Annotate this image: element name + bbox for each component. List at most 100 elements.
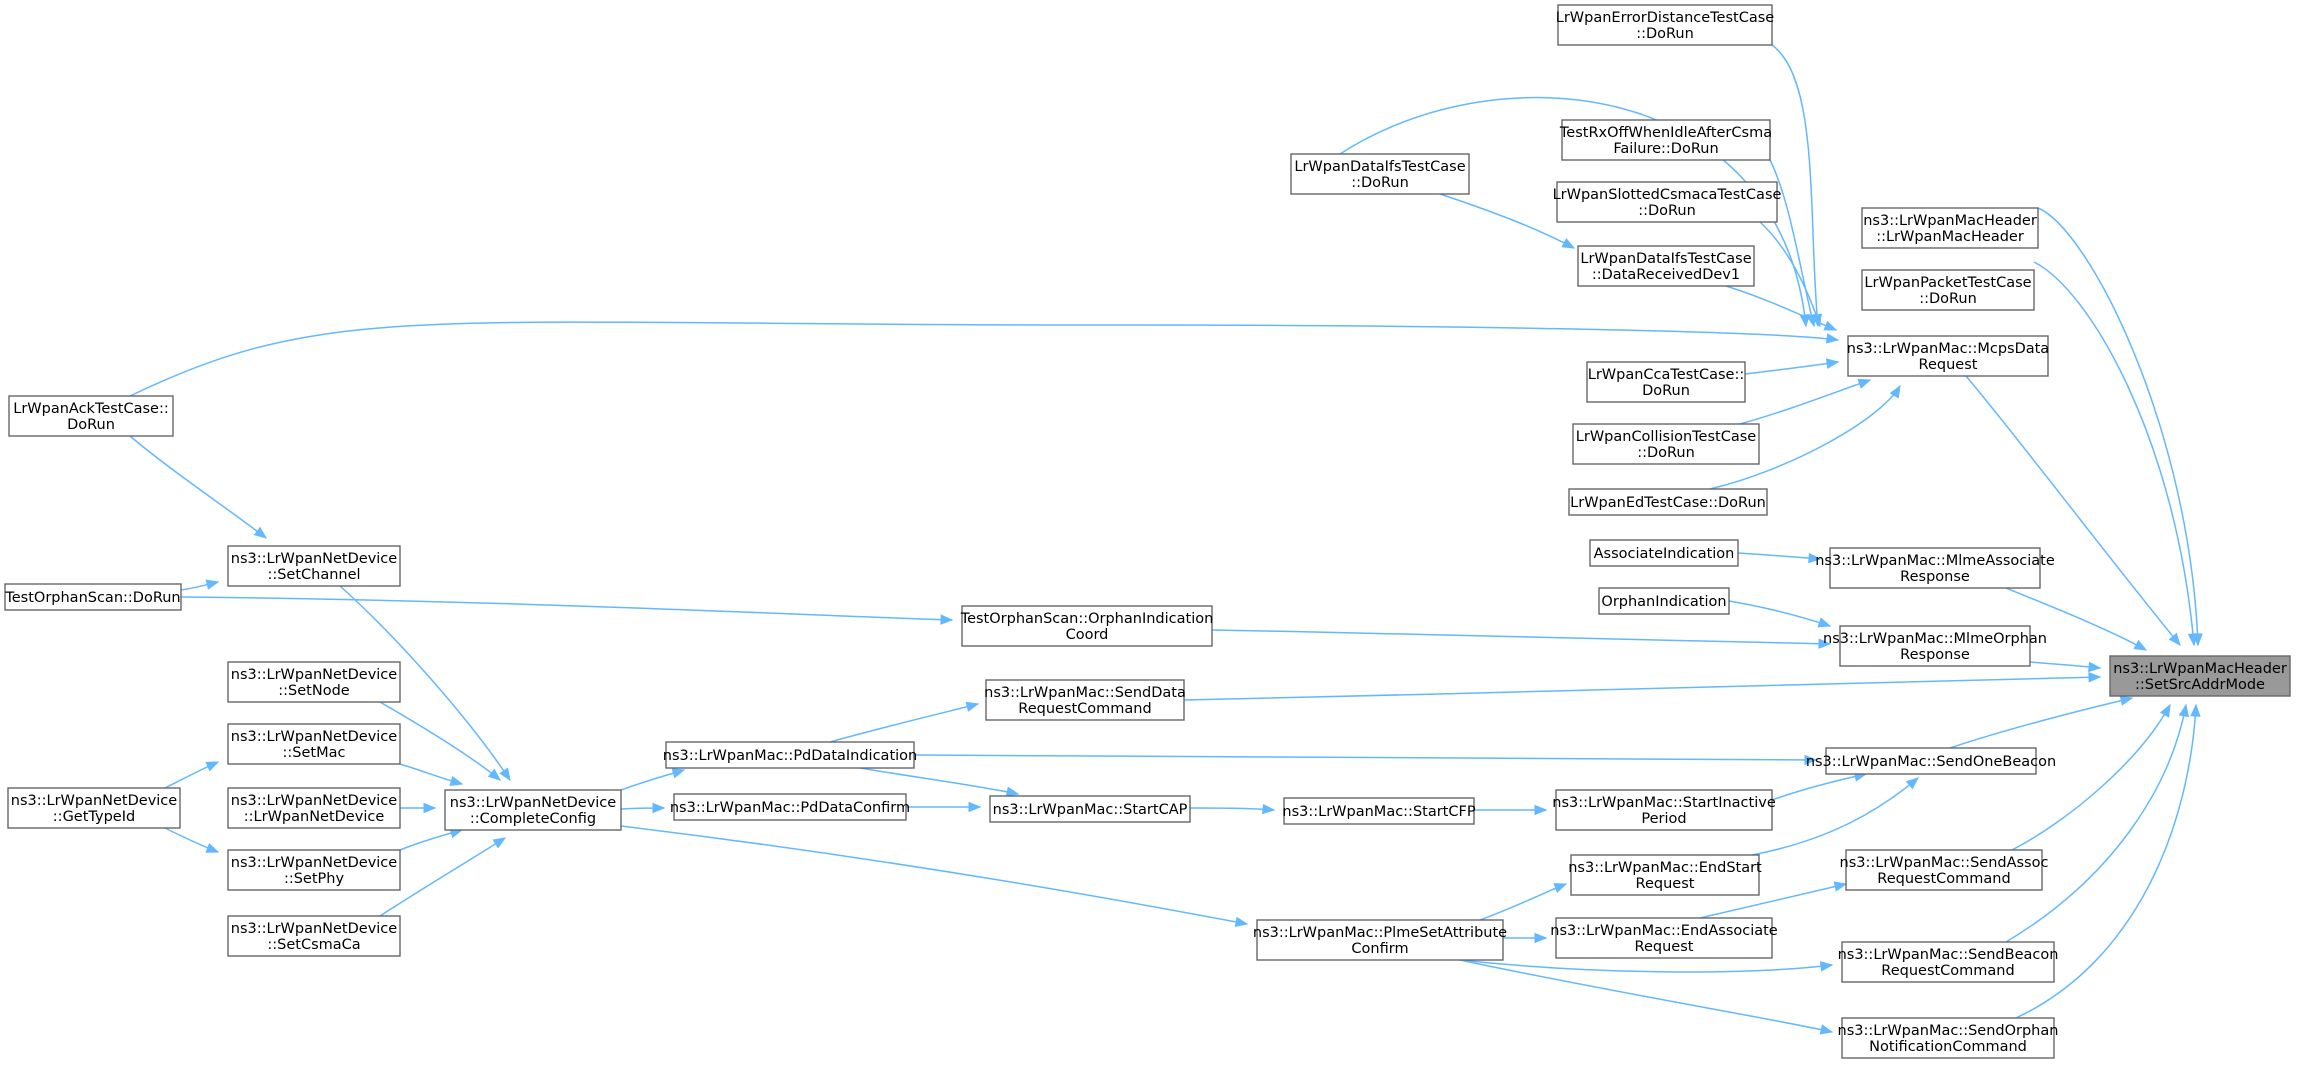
node-errdist[interactable]: LrWpanErrorDistanceTestCase::DoRun [1556,4,1775,46]
node-startcfp[interactable]: ns3::LrWpanMac::StartCFP [1282,797,1476,825]
node-box[interactable] [1841,1017,2055,1059]
node-box[interactable] [1589,539,1739,567]
node-ifs-recv[interactable]: LrWpanDataIfsTestCase::DataReceivedDev1 [1577,245,1755,287]
node-label-line: NotificationCommand [1869,1039,2027,1055]
node-box[interactable] [1556,181,1778,223]
node-box[interactable] [1861,207,2039,249]
node-box[interactable] [227,787,401,829]
node-setcsma[interactable]: ns3::LrWpanNetDevice::SetCsmaCa [227,915,401,957]
node-box[interactable] [1555,789,1773,831]
node-box[interactable] [1847,335,2049,377]
node-label-line: RequestCommand [1018,701,1151,717]
node-ack[interactable]: LrWpanAckTestCase::DoRun [8,395,174,437]
node-netdev-ctor[interactable]: ns3::LrWpanNetDevice::LrWpanNetDevice [227,787,401,829]
node-orphan-scan[interactable]: TestOrphanScan::DoRun [4,583,182,611]
node-box[interactable] [1861,269,2035,311]
node-assoc-ind[interactable]: AssociateIndication [1589,539,1739,567]
node-setchannel[interactable]: ns3::LrWpanNetDevice::SetChannel [227,545,401,587]
node-label-line: ::SetChannel [267,567,360,583]
node-startcap[interactable]: ns3::LrWpanMac::StartCAP [989,795,1191,823]
node-box[interactable] [1586,361,1746,403]
node-box[interactable] [665,741,915,769]
node-box[interactable] [1841,941,2055,983]
node-box[interactable] [1561,119,1771,161]
node-box[interactable] [1845,849,2043,891]
node-box[interactable] [1577,245,1755,287]
node-box[interactable] [4,583,182,611]
node-sendorphan[interactable]: ns3::LrWpanMac::SendOrphanNotificationCo… [1838,1017,2059,1059]
node-box[interactable] [1555,917,1773,959]
edge-ack-to-setchannel [129,435,267,539]
arrowhead [2187,633,2199,647]
node-box[interactable] [1839,625,2031,667]
node-label-line: ns3::LrWpanMac::StartInactive [1552,795,1776,811]
node-box[interactable] [1829,547,2041,589]
arrowhead [205,761,220,772]
edge-plme-to-sendorphan [1459,959,1833,1033]
node-box[interactable] [1568,488,1768,516]
node-slotted[interactable]: LrWpanSlottedCsmacaTestCase::DoRun [1553,181,1782,223]
node-setphy[interactable]: ns3::LrWpanNetDevice::SetPhy [227,849,401,891]
node-orphan-ind[interactable]: OrphanIndication [1598,587,1730,615]
node-box[interactable] [1598,587,1730,615]
node-box[interactable] [227,849,401,891]
node-box[interactable] [1256,919,1504,961]
node-box[interactable] [1557,4,1773,46]
node-cca[interactable]: LrWpanCcaTestCase::DoRun [1586,361,1746,403]
node-label-line: ns3::LrWpanMac::SendAssoc [1840,855,2049,871]
node-label-line: ns3::LrWpanMac::PdDataIndication [663,748,917,764]
node-box[interactable] [227,661,401,703]
arrowhead [2168,632,2181,647]
node-ifs-run[interactable]: LrWpanDataIfsTestCase::DoRun [1290,153,1470,195]
edge-packet-run-to-target [2033,261,2195,646]
node-box[interactable] [227,545,401,587]
node-box[interactable] [8,395,174,437]
node-box[interactable] [1825,747,2037,775]
node-pddataind[interactable]: ns3::LrWpanMac::PdDataIndication [663,741,917,769]
node-collision[interactable]: LrWpanCollisionTestCase::DoRun [1572,423,1760,465]
node-box[interactable] [961,605,1213,647]
node-box[interactable] [444,789,622,831]
edge-setnode-to-completeconfig [379,701,501,781]
node-box[interactable] [227,915,401,957]
node-box[interactable] [1570,854,1760,896]
node-box[interactable] [985,679,1185,721]
edge-ifs-recv-to-mcps [1725,285,1837,331]
arrowhead [1534,932,1548,944]
node-box[interactable] [673,793,907,821]
node-pddataconf[interactable]: ns3::LrWpanMac::PdDataConfirm [670,793,910,821]
edge-errdist-to-mcps [1771,44,1819,327]
arrowhead [492,837,507,849]
node-box[interactable] [989,795,1191,823]
node-completeconfig[interactable]: ns3::LrWpanNetDevice::CompleteConfig [444,789,622,831]
node-box[interactable] [7,787,181,829]
node-gettypeid[interactable]: ns3::LrWpanNetDevice::GetTypeId [7,787,181,829]
node-box[interactable] [1283,797,1475,825]
node-target[interactable]: ns3::LrWpanMacHeader::SetSrcAddrMode [2109,655,2291,697]
node-onebeacon[interactable]: ns3::LrWpanMac::SendOneBeacon [1806,747,2056,775]
node-box[interactable] [1572,423,1760,465]
node-box[interactable] [1290,153,1470,195]
node-setnode[interactable]: ns3::LrWpanNetDevice::SetNode [227,661,401,703]
edge-startcap-to-startcfp [1189,807,1275,811]
node-setmac[interactable]: ns3::LrWpanNetDevice::SetMac [227,723,401,765]
node-box[interactable] [2109,655,2291,697]
node-box[interactable] [227,723,401,765]
node-packet-run[interactable]: LrWpanPacketTestCase::DoRun [1861,269,2035,311]
node-ed[interactable]: LrWpanEdTestCase::DoRun [1568,488,1768,516]
node-label-line: LrWpanEdTestCase::DoRun [1570,495,1766,511]
node-hdr-ctor[interactable]: ns3::LrWpanMacHeader::LrWpanMacHeader [1861,207,2039,249]
arrowhead [1818,638,1832,649]
